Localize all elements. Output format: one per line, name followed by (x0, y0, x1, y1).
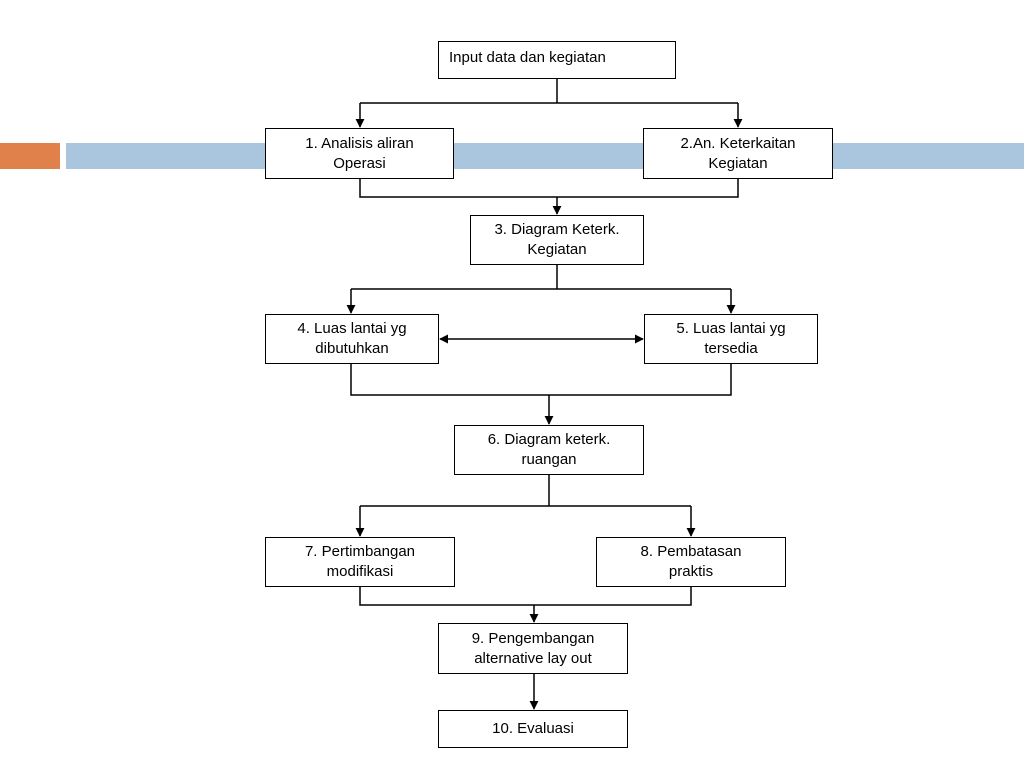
node-1-analisis-aliran: 1. Analisis aliran Operasi (265, 128, 454, 179)
node-2-keterkaitan: 2.An. Keterkaitan Kegiatan (643, 128, 833, 179)
connector-merge-7-8 (359, 587, 692, 606)
connector-merge-1-2 (359, 179, 739, 198)
node-8-pembatasan: 8. Pembatasan praktis (596, 537, 786, 587)
connector-split-3 (351, 265, 731, 290)
node-10-evaluasi: 10. Evaluasi (438, 710, 628, 748)
connector-input-split (360, 79, 738, 104)
connector-split-6 (360, 475, 691, 507)
node-9-pengembangan: 9. Pengembangan alternative lay out (438, 623, 628, 674)
node-5-luas-tersedia: 5. Luas lantai yg tersedia (644, 314, 818, 364)
node-4-luas-dibutuhkan: 4. Luas lantai yg dibutuhkan (265, 314, 439, 364)
node-7-pertimbangan: 7. Pertimbangan modifikasi (265, 537, 455, 587)
connector-merge-4-5 (350, 364, 732, 396)
node-6-diagram-ruangan: 6. Diagram keterk. ruangan (454, 425, 644, 475)
decorative-band-accent (0, 143, 60, 169)
node-input: Input data dan kegiatan (438, 41, 676, 79)
decorative-band-main (66, 143, 1024, 169)
node-3-diagram-keterkaitan: 3. Diagram Keterk. Kegiatan (470, 215, 644, 265)
